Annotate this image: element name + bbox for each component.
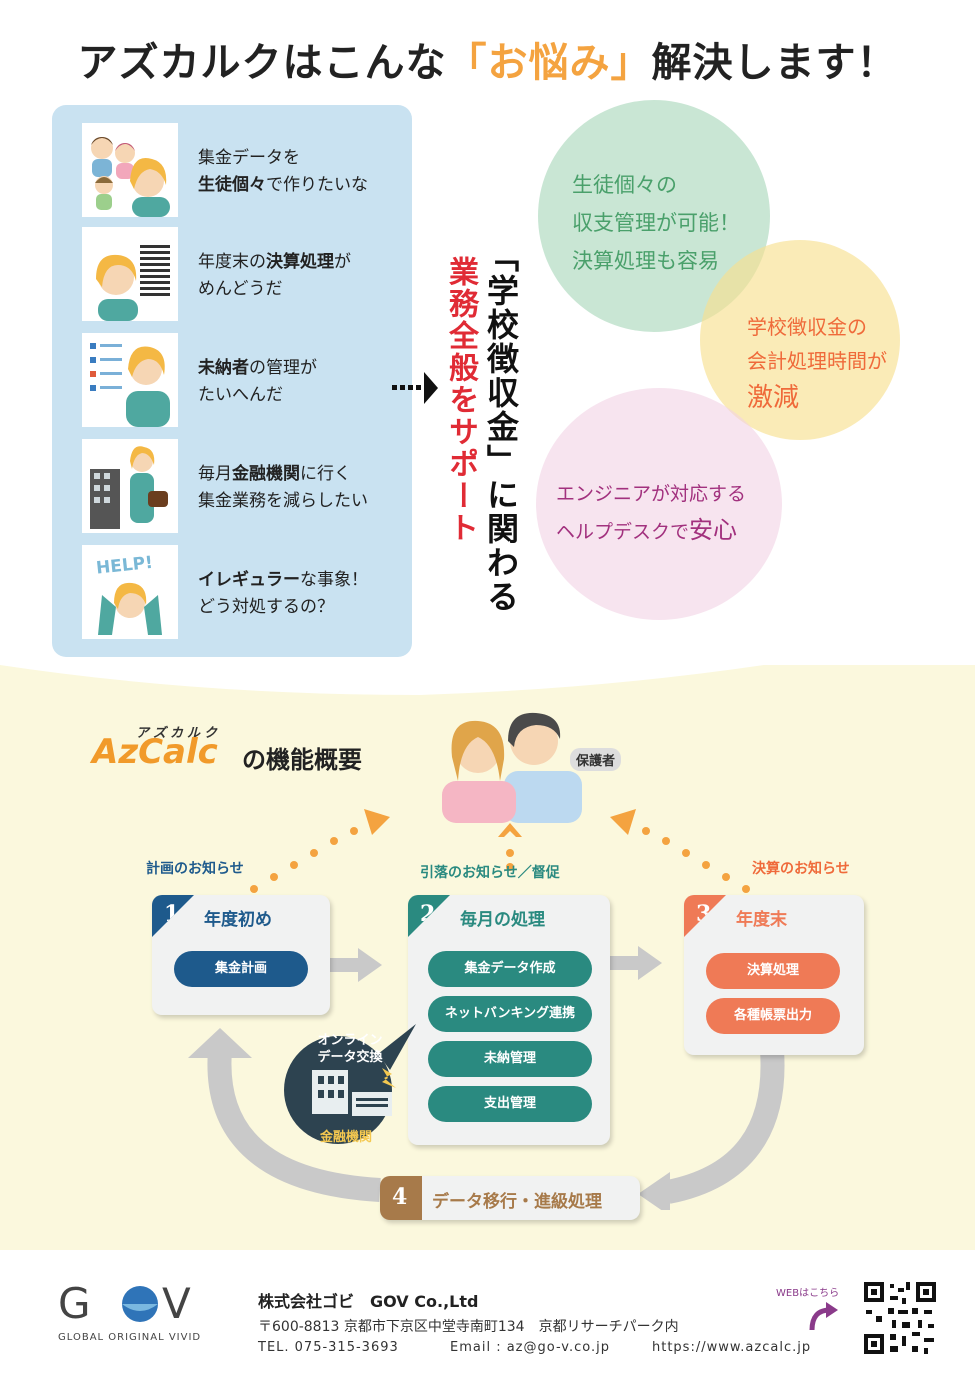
step-title-4: データ移行・進級処理 (432, 1192, 602, 1212)
step-item-settle: 決算処理 (706, 953, 840, 989)
bank-visit-illustration (82, 439, 178, 533)
headline-accent: 「お悩み」 (446, 40, 652, 86)
step-card-1: 1 年度初め 集金計画 (152, 895, 330, 1015)
email[interactable]: Email : az@go-v.co.jp (450, 1340, 610, 1355)
benefit-text-pink: エンジニアが対応する ヘルプデスクで安心 (556, 483, 747, 544)
step-item-netbank: ネットバンキング連携 (428, 996, 592, 1032)
web-label: WEBはこちら (776, 1288, 840, 1299)
step-number-3: 3 (684, 895, 726, 937)
headline: アズカルクはこんな「お悩み」解決します！ (0, 30, 975, 88)
notice-plan: 計画のお知らせ (146, 861, 244, 877)
notice-settle: 決算のお知らせ (752, 861, 850, 877)
problem-row-3: 未納者の管理が たいへんだ (82, 333, 402, 427)
step-number-2: 2 (408, 895, 450, 937)
help-label: HELP! (95, 553, 154, 579)
step-title-3: 年度末 (736, 910, 787, 930)
bank-icon (284, 1024, 416, 1144)
address: 〒600-8813 京都市下京区中堂寺南町134 京都リサーチパーク内 (258, 1319, 679, 1335)
problem-text-1: 集金データを 生徒個々で作りたいな (198, 148, 368, 195)
step-item-expense: 支出管理 (428, 1086, 592, 1122)
logo-kana: アズカルク (136, 726, 222, 741)
bank-label: 金融機関 (319, 1130, 372, 1145)
problem-panel: 集金データを 生徒個々で作りたいな 年度末の決算処理が めんどうだ (52, 105, 412, 657)
step-item-reports: 各種帳票出力 (706, 998, 840, 1034)
bank-bubble-text: オンライン データ交換 (317, 1033, 383, 1065)
benefit-text-green: 生徒個々の 収支管理が可能！ 決算処理も容易 (572, 173, 740, 273)
benefit-bubble-pink (536, 388, 782, 620)
problem-text-3: 未納者の管理が たいへんだ (198, 358, 317, 405)
problem-row-1: 集金データを 生徒個々で作りたいな (82, 123, 402, 217)
problem-text-4: 毎月金融機関に行く 集金業務を減らしたい (198, 464, 368, 511)
benefit-bubble-yellow (700, 240, 900, 440)
notice-debit: 引落のお知らせ／督促 (420, 865, 560, 881)
parents-illustration (442, 712, 582, 823)
svg-text:V: V (162, 1282, 191, 1328)
footer: G V GLOBAL ORIGINAL VIVID 株式会社ゴビ GOV Co.… (0, 1250, 975, 1380)
slogan-sub: 業務全般をサポート (443, 256, 478, 544)
step-card-3: 3 年度末 決算処理 各種帳票出力 (684, 895, 864, 1055)
problem-text-5: イレギュラーな事象！ どう対処するの？ (198, 570, 368, 617)
paper-stack-illustration (82, 227, 178, 321)
overview-title: の機能概要 (242, 746, 362, 774)
notice-arrows (250, 809, 750, 893)
checklist-illustration (82, 333, 178, 427)
step-card-4: 4 データ移行・進級処理 (380, 1176, 640, 1220)
qr-code-icon[interactable] (862, 1280, 938, 1356)
gov-logo-sub: GLOBAL ORIGINAL VIVID (58, 1332, 202, 1343)
step-card-2: 2 毎月の処理 集金データ作成 ネットバンキング連携 未納管理 支出管理 (408, 895, 610, 1145)
slogan-main: 「学校徴収金」に関わる (482, 240, 520, 614)
website-url[interactable]: https://www.azcalc.jp (652, 1340, 812, 1355)
problem-row-2: 年度末の決算処理が めんどうだ (82, 227, 402, 321)
problem-row-5: HELP! イレギュラーな事象！ どう対処するの？ (82, 545, 402, 639)
step-item-plan: 集金計画 (174, 951, 308, 987)
azcalc-logo: AzCalc (92, 732, 218, 772)
step-number-1: 1 (152, 895, 194, 937)
step-title-1: 年度初め (204, 910, 272, 930)
parent-label: 保護者 (570, 748, 622, 771)
arrow-right-icon (392, 372, 438, 404)
benefit-text-yellow: 学校徴収金の 会計処理時間が 激減 (747, 315, 887, 413)
step-item-unpaid: 未納管理 (428, 1041, 592, 1077)
students-illustration (82, 123, 178, 217)
company-name: 株式会社ゴビ GOV Co.,Ltd (258, 1292, 479, 1311)
arrow-curve-icon (809, 1302, 838, 1331)
headline-pre: アズカルクはこんな (77, 40, 447, 86)
help-illustration: HELP! (82, 545, 178, 639)
headline-post: 解決します！ (651, 40, 898, 86)
problem-text-2: 年度末の決算処理が めんどうだ (198, 252, 351, 299)
svg-text:G: G (58, 1282, 91, 1328)
step-title-2: 毎月の処理 (460, 910, 545, 930)
tel: TEL. 075-315-3693 (258, 1340, 399, 1355)
problem-row-4: 毎月金融機関に行く 集金業務を減らしたい (82, 439, 402, 533)
gov-logo: G V (58, 1282, 191, 1328)
step-number-4: 4 (380, 1176, 422, 1220)
flow-arrows (188, 946, 785, 1210)
step-item-data: 集金データ作成 (428, 951, 592, 987)
